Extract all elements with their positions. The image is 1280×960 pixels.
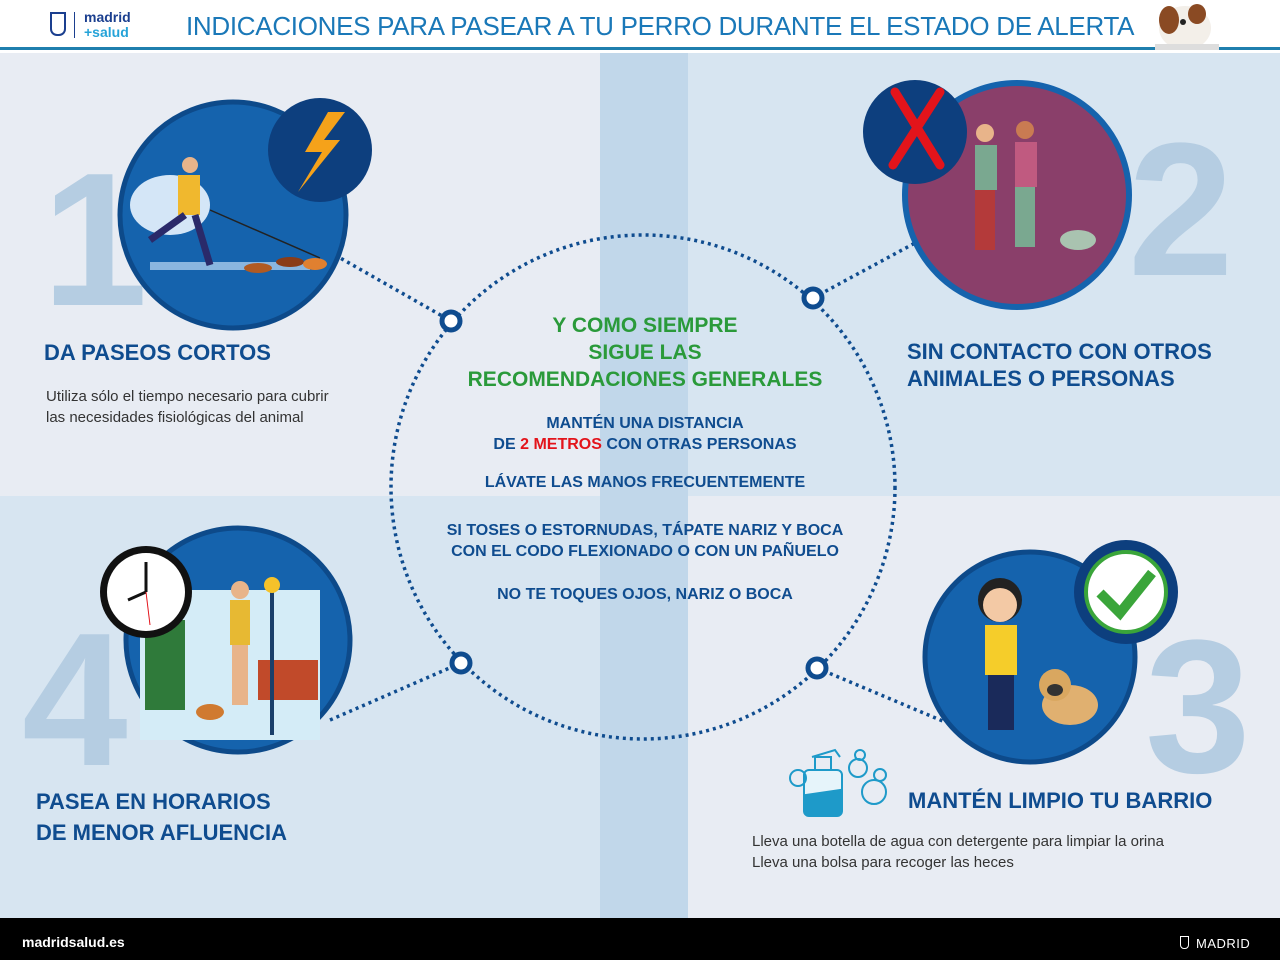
step-4-title-line: DE MENOR AFLUENCIA: [36, 820, 287, 845]
step-3-title: MANTÉN LIMPIO TU BARRIO: [908, 788, 1213, 813]
recommendations-heading-line: Y COMO SIEMPRE: [552, 314, 738, 337]
step-2-title-line: ANIMALES O PERSONAS: [907, 366, 1175, 391]
dog-peeking-icon: [1155, 4, 1219, 50]
city-shield-icon: [1180, 936, 1189, 949]
node-2: [801, 286, 825, 310]
node-4: [449, 651, 473, 675]
cough-rule-line1: SI TOSES O ESTORNUDAS, TÁPATE NARIZ Y BO…: [446, 522, 844, 539]
illustration-off-peak-hours: [100, 525, 353, 755]
city-shield-logo-icon: [50, 12, 66, 36]
center-stripe: [600, 53, 688, 918]
distance-highlight: 2 METROS: [520, 436, 602, 453]
distance-pre: DE: [493, 436, 521, 453]
distance-post: CON OTRAS PERSONAS: [601, 436, 797, 453]
recommendations-heading-line: SIGUE LAS: [588, 341, 702, 364]
logo-text-madrid: madrid: [84, 9, 131, 25]
illustration-no-contact: [863, 80, 1132, 310]
step-3-text-line: Lleva una botella de agua con detergente…: [752, 833, 1164, 850]
step-number-2: 2: [1128, 104, 1234, 316]
hand-washing-rule: LÁVATE LAS MANOS FRECUENTEMENTE: [484, 474, 806, 491]
step-3-text: Lleva una botella de agua con detergente…: [752, 831, 1164, 873]
logo-text-salud: +salud: [84, 24, 129, 40]
no-touch-face-rule: NO TE TOQUES OJOS, NARIZ O BOCA: [497, 586, 793, 603]
general-recommendations: Y COMO SIEMPRE SIGUE LAS RECOMENDACIONES…: [395, 312, 895, 605]
dashed-center-ring: [389, 233, 897, 741]
cross-icon: [888, 87, 945, 170]
connector-lines: [329, 233, 946, 741]
step-4-title: PASEA EN HORARIOS DE MENOR AFLUENCIA: [36, 786, 287, 848]
page-title: INDICACIONES PARA PASEAR A TU PERRO DURA…: [186, 11, 1135, 41]
spray-bottle-icon: [789, 748, 887, 817]
illustration-short-walks: [117, 98, 372, 331]
step-1-text-line: Utiliza sólo el tiempo necesario para cu…: [46, 388, 329, 405]
cough-rule-line2: CON EL CODO FLEXIONADO O CON UN PAÑUELO: [451, 543, 839, 560]
step-number-3: 3: [1145, 601, 1251, 813]
node-3: [805, 656, 829, 680]
step-4-title-line: PASEA EN HORARIOS: [36, 789, 271, 814]
footer: [0, 918, 1280, 960]
website-link[interactable]: madridsalud.es: [22, 934, 125, 950]
step-1-text-line: las necesidades fisiológicas del animal: [46, 409, 304, 426]
header: [0, 0, 1280, 50]
footer-city-logo: MADRID: [1196, 936, 1251, 951]
step-number-4: 4: [22, 594, 128, 806]
recommendations-heading-line: RECOMENDACIONES GENERALES: [467, 368, 823, 391]
lightning-icon: [298, 112, 345, 192]
distance-rule-line1: MANTÉN UNA DISTANCIA: [546, 415, 744, 432]
checkmark-icon: [1096, 569, 1156, 621]
illustration-clean-neighborhood: [922, 540, 1178, 765]
node-1: [439, 309, 463, 333]
step-1-text: Utiliza sólo el tiempo necesario para cu…: [46, 386, 329, 428]
step-1-title: DA PASEOS CORTOS: [44, 340, 271, 365]
distance-rule-line2: DE 2 METROS CON OTRAS PERSONAS: [395, 434, 895, 455]
step-2-title-line: SIN CONTACTO CON OTROS: [907, 339, 1212, 364]
step-3-text-line: Lleva una bolsa para recoger las heces: [752, 854, 1014, 871]
logo-divider: [74, 12, 75, 38]
